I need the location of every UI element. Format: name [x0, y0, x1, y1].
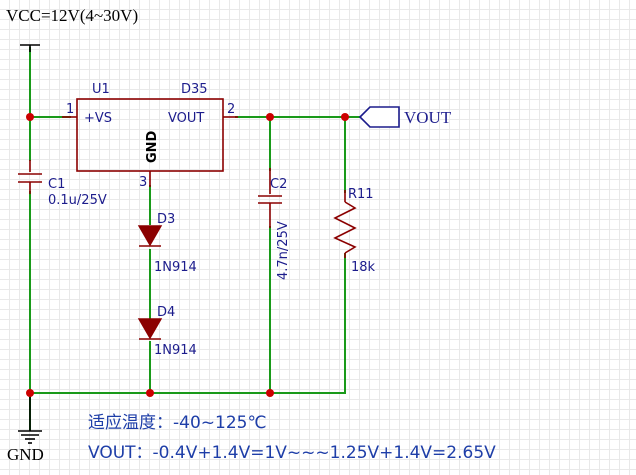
u1-pin1-name: +VS: [84, 111, 112, 126]
note-temperature: 适应温度：-40~125℃: [88, 413, 267, 433]
vout-net-flag[interactable]: [344, 106, 400, 128]
gnd-symbol[interactable]: [18, 393, 42, 444]
d3-designator: D3: [157, 212, 175, 227]
c2-designator: C2: [270, 177, 287, 192]
d4-value: 1N914: [154, 343, 197, 358]
d3-diode[interactable]: [137, 225, 163, 247]
c1-designator: C1: [48, 177, 65, 192]
u1-pin3-name: GND: [145, 130, 160, 163]
note-vout-range: VOUT：-0.4V+1.4V=1V~~~1.25V+1.4V=2.65V: [88, 443, 496, 463]
u1-part-label: D35: [181, 82, 208, 97]
vcc-label: VCC=12V(4~30V): [6, 6, 138, 25]
u1-designator: U1: [92, 82, 110, 97]
junction-dot: [146, 389, 154, 397]
junction-dot: [26, 113, 34, 121]
d3-triangle: [137, 225, 163, 247]
d4-triangle: [137, 318, 163, 340]
r11-zigzag: [333, 201, 357, 254]
d3-value: 1N914: [154, 260, 197, 275]
junction-dot: [266, 113, 274, 121]
junctions: [26, 113, 349, 397]
vout-flag-shape: [358, 106, 400, 128]
vout-net-label: VOUT: [404, 108, 452, 127]
u1-component[interactable]: [62, 98, 238, 187]
gnd-label: GND: [7, 445, 44, 464]
r11-value: 18k: [351, 260, 376, 275]
c1-component[interactable]: [18, 160, 42, 194]
r11-component[interactable]: [333, 190, 357, 258]
r11-designator: R11: [348, 187, 374, 202]
junction-dot: [266, 389, 274, 397]
wires: [29, 47, 361, 431]
vcc-power-symbol[interactable]: [20, 44, 40, 52]
c1-value: 0.1u/25V: [48, 193, 107, 208]
u1-pin2-name: VOUT: [168, 111, 204, 126]
junction-dot: [26, 389, 34, 397]
u1-pin3-number: 3: [139, 175, 147, 190]
junction-dot: [341, 113, 349, 121]
u1-pin1-number: 1: [66, 102, 74, 117]
d4-diode[interactable]: [137, 318, 163, 340]
c2-component[interactable]: [258, 168, 282, 228]
u1-pin2-number: 2: [227, 102, 235, 117]
d4-designator: D4: [157, 305, 175, 320]
c2-value: 4.7n/25V: [276, 221, 291, 280]
